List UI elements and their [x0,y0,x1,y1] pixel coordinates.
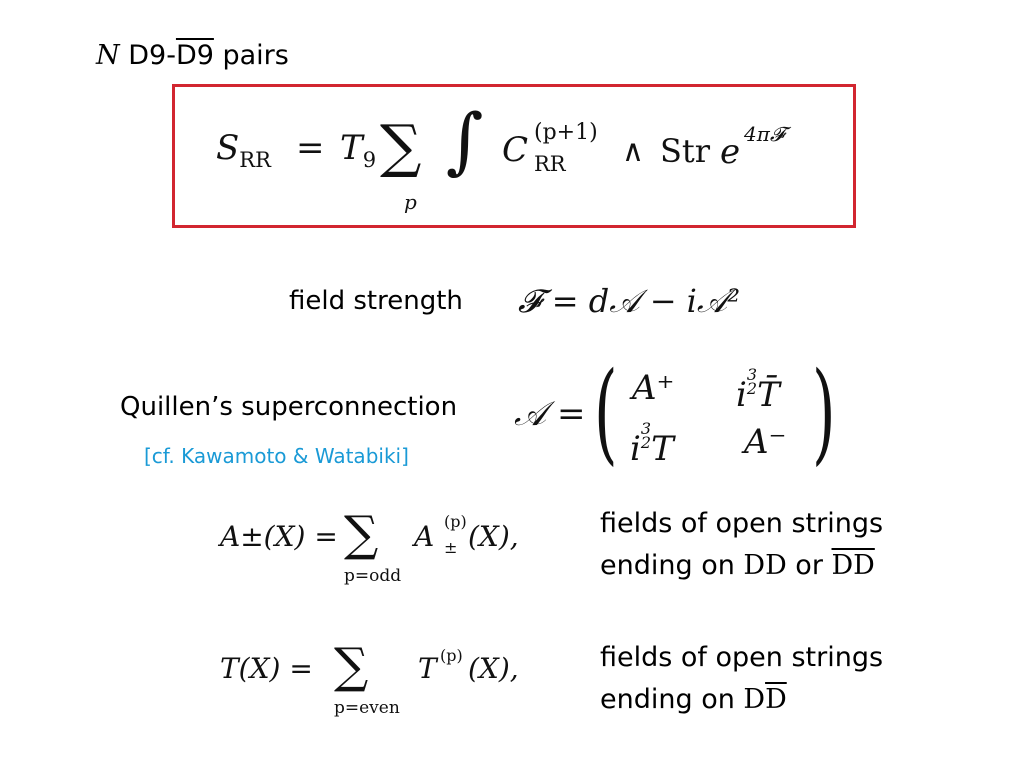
title-d9: D9- [128,40,176,71]
matrix-entry-a-minus: A⁻ [744,422,787,462]
action-rr-field: C [502,130,529,170]
matrix-entry-a-plus: A⁺ [632,368,675,408]
action-sum-index: p [404,190,417,214]
action-t-subscript: 9 [362,147,377,172]
action-exponential: e [720,132,741,172]
reference-citation: [cf. Kawamoto & Watabiki] [144,444,409,468]
a-pm-description-line2: ending on DD or DD [600,550,875,581]
a-pm-sum-symbol: ∑ [344,506,379,562]
title-n: N [96,40,120,71]
t-lhs: T(X) = [220,652,313,685]
action-rr-field-superscript: (p+1) [534,120,598,145]
t-description-line2: ending on DD [600,684,787,715]
a-pm-term-argument: (X), [468,520,519,553]
t-term-argument: (X), [468,652,519,685]
superconnection-label: Quillen’s superconnection [120,392,458,422]
matrix-right-paren: ) [812,348,836,476]
a-pm-description-line1: fields of open strings [600,508,884,539]
t-description-line1: fields of open strings [600,642,884,673]
title-d9-bar: D9 [175,40,214,71]
a-pm-term-subscript: ± [444,538,458,557]
title-pairs: pairs [222,40,289,71]
a-pm-lhs: A±(X) = [220,520,338,553]
action-rr-field-subscript: RR [534,152,566,176]
action-s: SRR [216,128,271,172]
field-strength-label: field strength [289,286,463,316]
superconnection-lhs: 𝒜 = [514,394,586,434]
a-pm-term: A [414,520,435,553]
action-equals: = [296,128,325,168]
action-tension: T9 [340,128,377,172]
t-term: T [418,652,437,685]
slide-title: N D9-D9 pairs [96,40,289,71]
action-wedge: ∧ [622,134,644,169]
action-exponent: 4π𝓕 [744,122,785,146]
action-integral-symbol: ∫ [446,98,484,182]
action-s-subscript: RR [239,147,271,172]
a-pm-sum-index: p=odd [344,566,402,586]
matrix-left-paren: ( [594,348,618,476]
action-formula-box [172,84,856,228]
field-strength-equation: 𝓕 = d𝒜 − i𝒜² [518,282,741,320]
t-sum-symbol: ∑ [334,638,369,694]
action-str: Str [660,132,711,170]
t-term-superscript: (p) [440,646,463,665]
action-sum-symbol: ∑ [380,112,422,180]
t-sum-index: p=even [334,698,400,718]
a-pm-term-superscript: (p) [444,512,467,531]
